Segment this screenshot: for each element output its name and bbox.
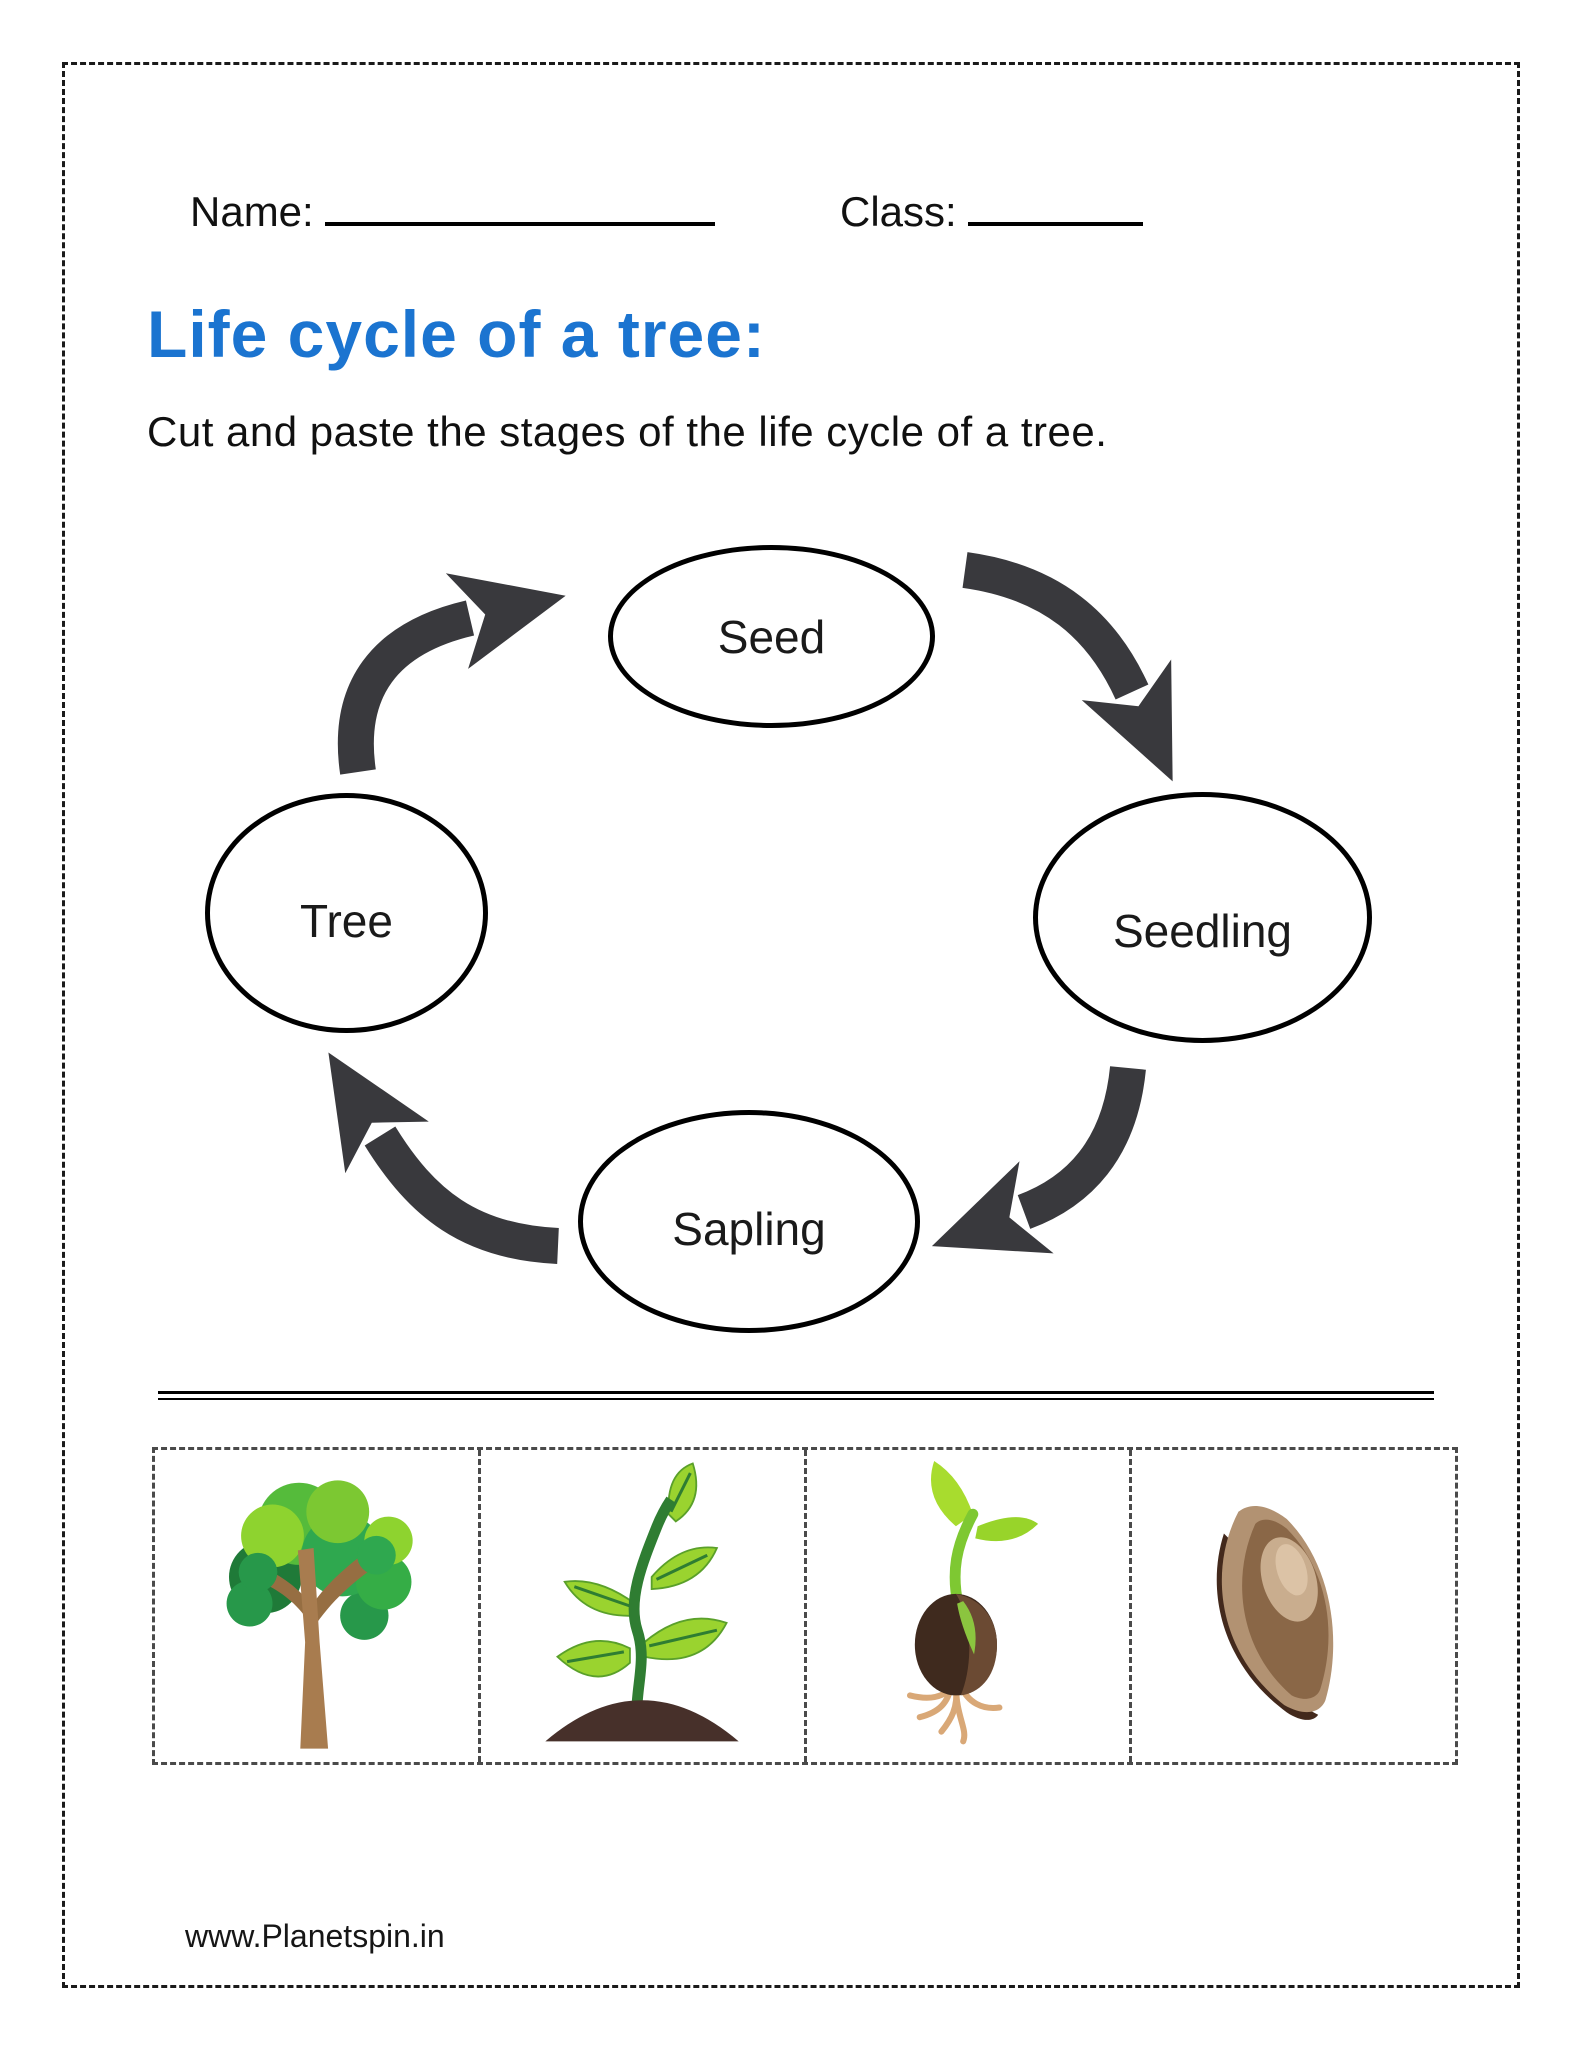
arrow-seedling-to-sapling-icon — [931, 1065, 1146, 1254]
stage-label-sapling: Sapling — [672, 1202, 826, 1255]
page-dashed-border — [62, 62, 1520, 1988]
stage-label-seedling: Seedling — [1112, 904, 1293, 957]
name-field-group: Name: — [190, 186, 716, 236]
class-field-group: Class: — [840, 186, 1144, 236]
cutout-cell-sapling — [481, 1450, 807, 1762]
cutout-strip — [152, 1447, 1458, 1765]
cutout-cell-seedling — [807, 1450, 1133, 1762]
stage-ellipse-seedling: Seedling — [1033, 792, 1372, 1043]
stage-ellipse-sapling: Sapling — [578, 1110, 920, 1333]
footer-website: www.Planetspin.in — [185, 1918, 445, 1954]
name-label: Name: — [190, 188, 314, 235]
stage-ellipse-tree: Tree — [205, 793, 488, 1033]
class-blank-line — [968, 186, 1144, 226]
page-title: Life cycle of a tree: — [147, 297, 766, 371]
arrow-seed-to-seedling-icon — [962, 552, 1173, 782]
stage-ellipse-seed: Seed — [608, 545, 935, 728]
cutout-cell-seed — [1132, 1450, 1455, 1762]
seed-illustration — [1216, 1505, 1333, 1720]
arrow-sapling-to-tree-icon — [328, 1052, 560, 1264]
cycle-diagram-arrows — [328, 552, 1173, 1264]
instruction-text: Cut and paste the stages of the life cyc… — [147, 408, 1108, 455]
stage-label-tree: Tree — [300, 895, 393, 947]
stage-label-seed: Seed — [717, 610, 826, 663]
arrow-tree-to-seed-icon — [337, 573, 566, 775]
seedling-illustration — [906, 1461, 1038, 1745]
cutout-cell-tree — [155, 1450, 481, 1762]
sapling-illustration — [545, 1462, 739, 1742]
section-divider-line — [158, 1391, 1434, 1400]
class-label: Class: — [840, 188, 957, 235]
tree-illustration — [226, 1480, 414, 1749]
name-blank-line — [325, 186, 716, 226]
